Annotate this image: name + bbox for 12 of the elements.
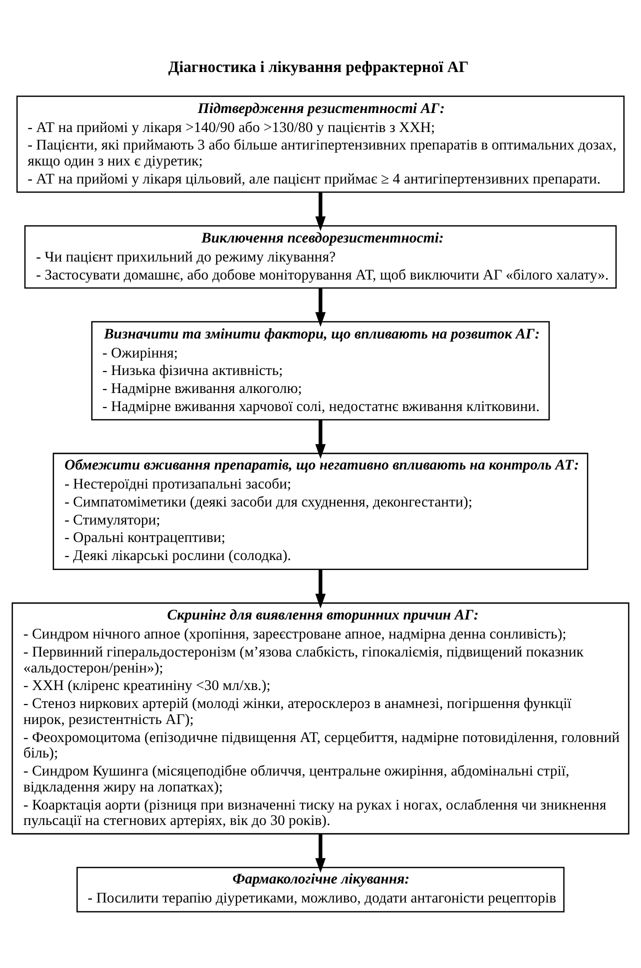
- arrow: [315, 570, 326, 609]
- arrow: [315, 834, 326, 873]
- arrow: [315, 192, 326, 232]
- node-box: Скринінг для виявлення вторинних причин АГ: - Синдром нічного апное (хропіння, зареєстроване апное, надмірна денна сонливість); - Первинний гіперальдостеронізм (м’язова слабкість, гіпокаліємія, підвищений показник «альдостерон/ренін»); - ХХН (кліренс креатиніну <30 мл/хв.); - Стеноз ниркових артерій (молоді жінки, атеросклероз в анамнезі, погіршення функції нирок, резистентність АГ); - Феохромоцитома (епізодичне підвищення АТ, серцебиття, надмірне потовиділення, головний біль); - Синдром Кушинга (місяцеподібне обличчя, центральне ожиріння, абдомінальні стрії, відкладення жиру на лопатках); - Коарктація аорти (різниця при визначенні тиску на руках і ногах, ослаблення чи зникнення пульсації на стегнових артеріях, вік до 30 років).: [12, 602, 630, 834]
- node-box: Фармакологічне лікування: - Посилити терапію діуретиками, можливо, додати антагоністи рецепторів: [76, 866, 565, 912]
- node-box: Підтвердження резистентності АГ: - АТ на прийомі у лікаря >140/90 або >130/80 у пацієнтів з ХХН; - Пацієнти, які приймають 3 або більше антигіпертензивних препаратів в оптимальних дозах, якщо один з них є діуретик; - АТ на прийомі у лікаря цільовий, але пацієнт приймає ≥ 4 антигіпертензивних препарати.: [16, 96, 625, 193]
- arrow: [315, 420, 326, 459]
- node-box: Визначити та змінити фактори, що впливають на розвиток АГ: - Ожиріння; - Низька фізична активність; - Надмірне вживання алкоголю; - Надмірне вживання харчової солі, недостатнє вживання клітковини.: [91, 321, 550, 420]
- node-box: Обмежити вживання препаратів, що негативно впливають на контроль АТ: - Нестероїдні протизапальні засоби; - Симпатоміметики (деякі засоби для схуднення, деконгестанти); - Стимулятори; - Оральні контрацептиви; - Деякі лікарські рослини (солодка).: [52, 452, 588, 570]
- arrow: [315, 288, 326, 327]
- diagram-title: Діагностика і лікування рефрактерної АГ: [168, 59, 469, 76]
- node-box: Виключення псевдорезистентності: - Чи пацієнт прихильний до режиму лікування? - Застосувати домашнє, або добове моніторування АТ, щоб виключити АГ «білого халату».: [24, 225, 617, 289]
